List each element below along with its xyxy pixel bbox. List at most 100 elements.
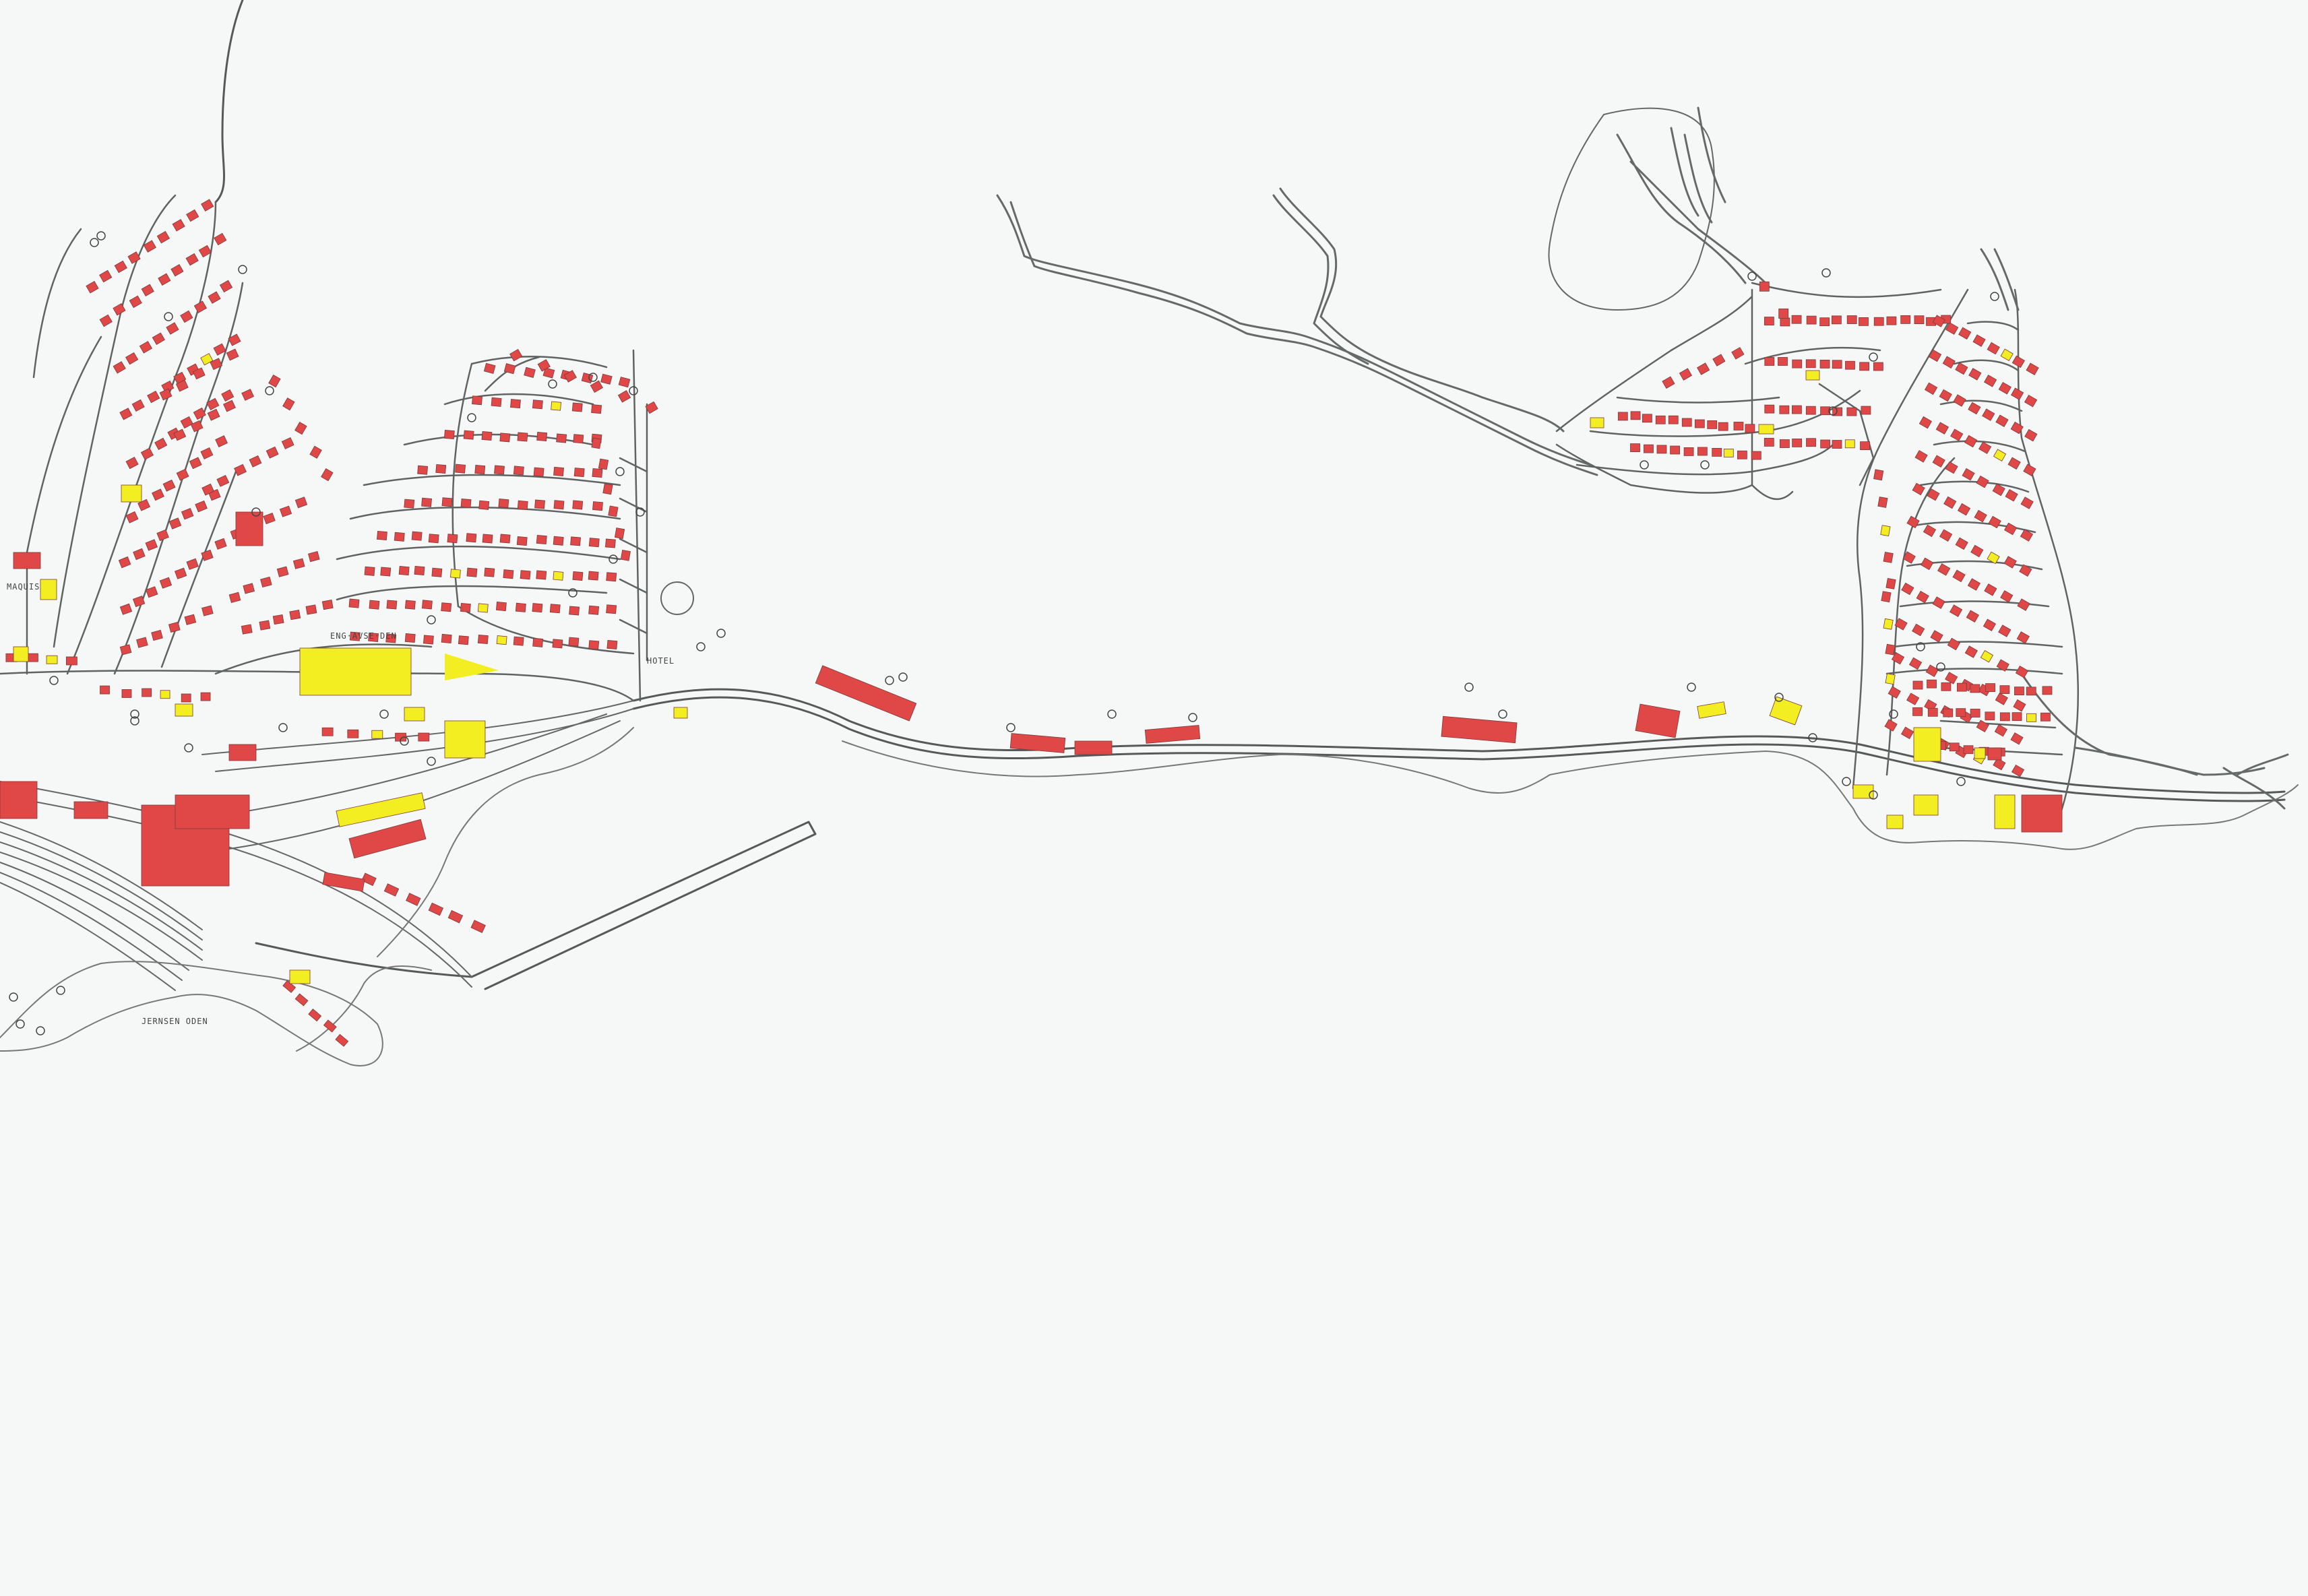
house — [510, 399, 521, 409]
house — [1805, 359, 1816, 369]
lake-outline — [1548, 107, 1715, 311]
house — [142, 688, 152, 697]
house — [536, 535, 547, 545]
house — [139, 341, 153, 354]
map-marker — [164, 312, 173, 321]
house — [1884, 719, 1898, 732]
house — [1681, 418, 1692, 427]
house — [1985, 711, 1995, 721]
house — [1832, 440, 1842, 449]
house — [201, 605, 214, 616]
house — [1712, 354, 1726, 366]
house — [321, 600, 334, 610]
house — [219, 280, 233, 293]
house — [552, 639, 563, 649]
house — [1831, 315, 1842, 325]
public-building — [673, 707, 688, 719]
house — [411, 531, 423, 541]
house — [1630, 411, 1641, 420]
house — [1780, 317, 1790, 327]
house — [210, 358, 223, 371]
house — [404, 499, 415, 509]
pier — [470, 821, 817, 990]
map-marker — [1936, 662, 1945, 672]
house — [118, 556, 131, 569]
house — [2011, 764, 2025, 777]
house — [1902, 551, 1916, 564]
public-building — [200, 353, 214, 366]
house — [532, 400, 543, 410]
house — [602, 483, 613, 495]
house — [1976, 475, 1989, 488]
house — [532, 603, 543, 613]
house — [458, 635, 469, 645]
house — [536, 432, 548, 442]
house — [1630, 443, 1640, 452]
house — [1642, 414, 1652, 423]
house — [1978, 441, 1992, 454]
house — [1778, 309, 1789, 319]
public-plaza — [445, 653, 499, 680]
house — [377, 530, 387, 541]
house — [1694, 419, 1705, 428]
house — [151, 629, 163, 641]
east-public — [1994, 794, 2016, 829]
house — [406, 893, 421, 906]
public-building — [1844, 439, 1855, 449]
house — [463, 430, 474, 440]
house — [1707, 420, 1718, 429]
house — [441, 497, 453, 507]
house — [249, 455, 262, 468]
house — [441, 602, 452, 612]
house — [513, 636, 524, 646]
public-building — [160, 690, 170, 699]
house — [404, 600, 416, 610]
map-marker — [696, 642, 706, 651]
house — [553, 536, 564, 546]
house — [542, 367, 555, 379]
house — [1873, 469, 1884, 481]
house — [125, 352, 139, 365]
house — [398, 566, 410, 576]
house — [1906, 693, 1920, 705]
house — [1644, 444, 1654, 453]
house — [441, 633, 452, 643]
house — [516, 536, 528, 546]
house — [470, 920, 486, 933]
streams — [996, 106, 2289, 810]
house — [2010, 421, 2024, 435]
house — [591, 437, 602, 449]
house — [534, 499, 545, 509]
map-marker — [615, 467, 625, 476]
public-building — [449, 569, 461, 579]
house — [307, 551, 320, 563]
house — [588, 538, 600, 548]
house — [2000, 590, 2014, 603]
house — [221, 389, 235, 402]
house — [1932, 596, 1945, 609]
house — [1930, 630, 1943, 643]
house — [206, 397, 220, 410]
house — [147, 390, 160, 404]
house — [282, 980, 297, 993]
house — [113, 302, 126, 316]
house — [385, 633, 397, 643]
house — [455, 464, 466, 474]
house — [1885, 577, 1896, 589]
house — [137, 499, 151, 511]
house — [323, 1019, 337, 1033]
house — [2010, 732, 2024, 745]
house — [161, 380, 175, 393]
house — [228, 592, 241, 603]
house — [1927, 488, 1940, 501]
house — [2013, 699, 2026, 712]
house — [553, 466, 564, 476]
house — [186, 558, 199, 570]
house — [573, 434, 584, 444]
house — [1956, 708, 1966, 717]
house — [1992, 483, 2005, 497]
house — [181, 507, 194, 520]
public-building — [1805, 370, 1820, 381]
public-building — [1885, 673, 1896, 685]
house — [1923, 524, 1937, 538]
